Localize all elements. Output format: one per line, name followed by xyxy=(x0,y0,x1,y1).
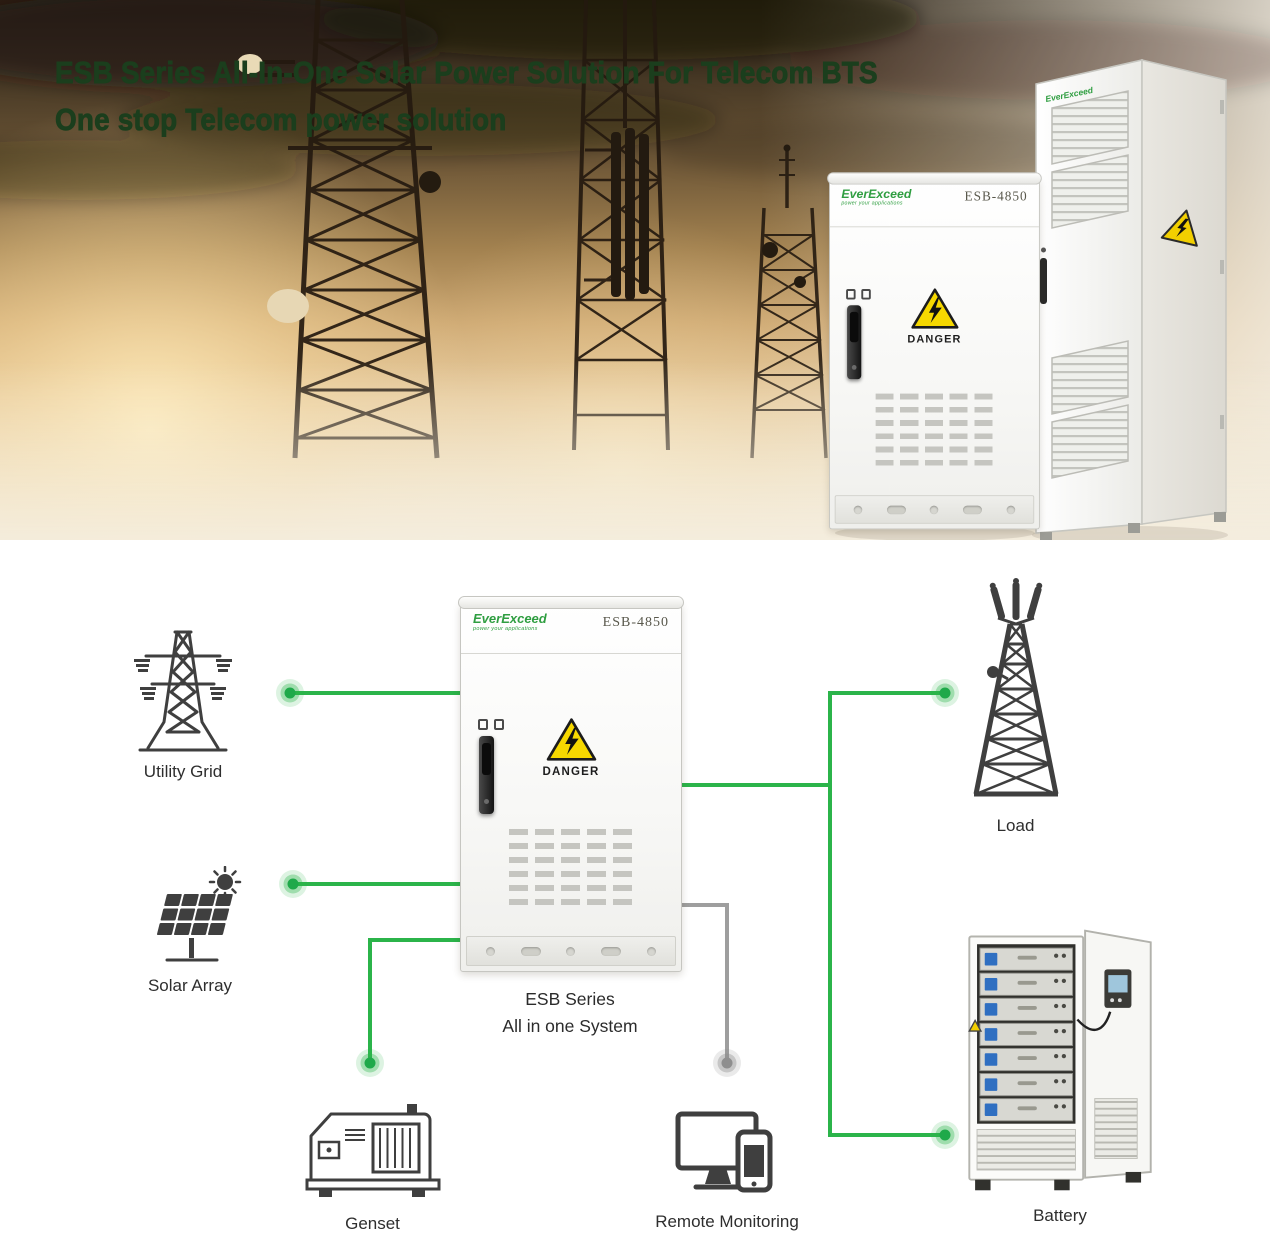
monitor-smartphone-icon xyxy=(675,1111,773,1193)
satellite-dish xyxy=(267,289,309,323)
dish-small-1 xyxy=(762,242,778,258)
esb-label-line-1: ESB Series xyxy=(525,989,615,1009)
node-dot-remote-monitoring xyxy=(713,1049,741,1077)
title-line-1: ESB Series All-In-One Solar Power Soluti… xyxy=(55,55,878,91)
link-genset xyxy=(368,938,470,1063)
node-battery: Battery xyxy=(955,923,1165,1226)
hero-title: ESB Series All-In-One Solar Power Soluti… xyxy=(55,50,878,143)
esb-system-label: ESB Series All in one System xyxy=(430,986,710,1040)
model-label: ESB-4850 xyxy=(602,615,669,630)
esb-label-line-2: All in one System xyxy=(502,1016,638,1037)
esb-all-in-one-cabinet: EverExceed power your applications ESB-4… xyxy=(458,596,684,972)
node-remote-monitoring: Remote Monitoring xyxy=(647,1108,807,1232)
node-load: Load xyxy=(958,576,1073,836)
cabinet-handle xyxy=(479,736,494,814)
connection-lines xyxy=(276,679,959,1149)
node-genset: Genset xyxy=(290,1088,455,1234)
microwave-dish xyxy=(237,54,263,74)
solar-array-label: Solar Array xyxy=(147,976,233,995)
genset-label: Genset xyxy=(345,1214,400,1233)
transmission-tower-icon xyxy=(134,630,232,752)
panel-antenna-cluster xyxy=(611,128,649,300)
node-dot-genset xyxy=(356,1049,384,1077)
danger-sticker: DANGER xyxy=(907,287,961,345)
cabinet-header: EverExceed power your applications ESB-4… xyxy=(829,177,1039,228)
cabinet-feet xyxy=(1040,512,1226,540)
node-solar-array: Solar Array xyxy=(120,866,260,996)
node-utility-grid: Utility Grid xyxy=(108,626,258,782)
brand-name: EverExceed xyxy=(473,611,547,626)
cabinet-header: EverExceed power your applications ESB-4… xyxy=(461,601,681,654)
everexceed-logo: EverExceed power your applications xyxy=(841,186,912,207)
load-label: Load xyxy=(996,816,1035,835)
cabinet-vent-grille xyxy=(976,1129,1076,1171)
node-dot-utility-grid xyxy=(276,679,304,707)
model-label: ESB-4850 xyxy=(964,190,1028,205)
node-dot-solar-array xyxy=(279,870,307,898)
brand-tagline: power your applications xyxy=(841,200,903,207)
everexceed-logo: EverExceed power your applications xyxy=(473,611,547,633)
utility-grid-label: Utility Grid xyxy=(143,762,223,781)
warning-triangle-icon xyxy=(546,718,596,761)
vent-grilles xyxy=(1051,90,1129,479)
esb-cabinet-product: EverExceed power your applications ESB-4… xyxy=(827,172,1042,530)
lock-indicator-icons xyxy=(846,287,876,304)
door-cable xyxy=(1075,1011,1111,1031)
link-remote-monitoring xyxy=(670,903,729,1063)
danger-label: DANGER xyxy=(542,766,600,778)
solar-panel-icon xyxy=(156,866,241,962)
warning-sticker xyxy=(967,1018,982,1032)
hero-banner: EverExceed xyxy=(0,0,1270,540)
cabinet-base xyxy=(466,936,676,966)
title-line-2: One stop Telecom power solution xyxy=(55,101,507,137)
dish-small-2 xyxy=(794,276,806,288)
battery-cabinet-icon xyxy=(967,929,1152,1191)
lock-indicator-icons xyxy=(478,717,510,735)
system-diagram: Utility Grid Solar Array xyxy=(0,540,1270,1255)
battery-label: Battery xyxy=(1033,1206,1087,1225)
hinges xyxy=(1220,100,1224,429)
brand-tagline: power your applications xyxy=(473,626,538,633)
cabinet-handle xyxy=(847,305,862,380)
warning-triangle-icon xyxy=(910,288,958,329)
antenna-drum xyxy=(419,171,441,193)
ventilation-slots xyxy=(875,393,994,466)
link-load-battery-bus xyxy=(670,691,945,1137)
node-dot-battery xyxy=(931,1121,959,1149)
danger-label: DANGER xyxy=(907,333,962,346)
sun-icon xyxy=(216,874,233,890)
ventilation-slots xyxy=(509,829,633,905)
danger-sticker-side xyxy=(1160,209,1198,247)
battery-cabinet-feet xyxy=(974,1171,1141,1191)
brand-name: EverExceed xyxy=(841,186,912,201)
door-vent-grille xyxy=(1093,1098,1138,1159)
node-dot-load xyxy=(931,679,959,707)
telecom-tower-icon xyxy=(973,578,1058,797)
remote-monitoring-label: Remote Monitoring xyxy=(655,1212,799,1231)
generator-icon xyxy=(305,1104,441,1197)
cabinet-base xyxy=(834,495,1035,524)
tall-outdoor-cabinet: EverExceed xyxy=(1035,59,1227,540)
tall-cabinet-handle xyxy=(1040,258,1047,304)
danger-sticker: DANGER xyxy=(542,717,599,778)
